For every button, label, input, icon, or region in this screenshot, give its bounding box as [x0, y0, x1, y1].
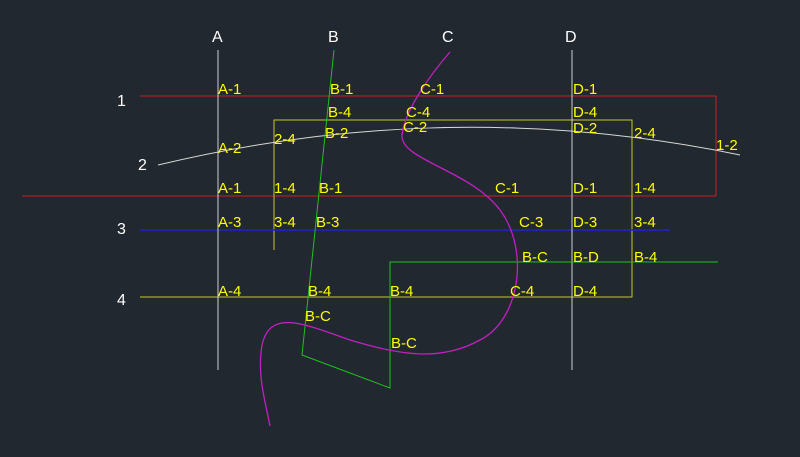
- intersection-label: A-4: [218, 283, 241, 300]
- axis-label-1: 1: [117, 93, 126, 110]
- axis-label-B: B: [328, 29, 339, 46]
- intersection-label: B-2: [325, 125, 348, 142]
- intersection-label: C-4: [406, 104, 430, 121]
- intersection-label: D-4: [573, 283, 597, 300]
- intersection-label: C-2: [403, 119, 427, 136]
- intersection-label: B-1: [330, 81, 353, 98]
- intersection-label: D-2: [573, 120, 597, 137]
- intersection-label: B-C: [305, 308, 331, 325]
- axis-label-C: C: [442, 29, 454, 46]
- intersection-label: C-4: [510, 283, 534, 300]
- boundary-yellow: [140, 119, 633, 298]
- intersection-label: B-D: [573, 249, 599, 266]
- intersection-label: B-1: [319, 180, 342, 197]
- intersection-label: D-3: [573, 214, 597, 231]
- intersection-label: B-3: [316, 214, 339, 231]
- intersection-label: D-1: [573, 81, 597, 98]
- intersection-label: B-C: [391, 335, 417, 352]
- intersection-label: B-4: [634, 249, 657, 266]
- intersection-label: 2-4: [274, 131, 296, 148]
- intersection-label: 1-4: [634, 180, 656, 197]
- grid-line-2: [157, 126, 741, 166]
- axis-line-B: [301, 49, 718, 389]
- intersection-label: 3-4: [634, 214, 656, 231]
- intersection-label: 1-4: [274, 180, 296, 197]
- intersection-label: C-1: [420, 81, 444, 98]
- intersection-label: B-4: [308, 283, 331, 300]
- axis-label-3: 3: [117, 221, 126, 238]
- intersection-label: B-C: [522, 249, 548, 266]
- intersection-label: 3-4: [274, 214, 296, 231]
- intersection-label: A-2: [218, 140, 241, 157]
- intersection-label: A-3: [218, 214, 241, 231]
- axis-label-D: D: [565, 29, 577, 46]
- intersection-label: C-1: [495, 180, 519, 197]
- intersection-label: A-1: [218, 81, 241, 98]
- intersection-label: C-3: [519, 214, 543, 231]
- intersection-label: B-4: [390, 283, 413, 300]
- intersection-label: D-1: [573, 180, 597, 197]
- axis-curve-C: [259, 51, 519, 427]
- intersection-label: A-1: [218, 180, 241, 197]
- axis-label-2: 2: [138, 157, 147, 174]
- axis-label-4: 4: [117, 292, 126, 309]
- intersection-label: 1-2: [716, 137, 738, 154]
- axis-label-A: A: [212, 29, 223, 46]
- intersection-label: B-4: [328, 104, 351, 121]
- intersection-label: 2-4: [634, 125, 656, 142]
- intersection-label: D-4: [573, 104, 597, 121]
